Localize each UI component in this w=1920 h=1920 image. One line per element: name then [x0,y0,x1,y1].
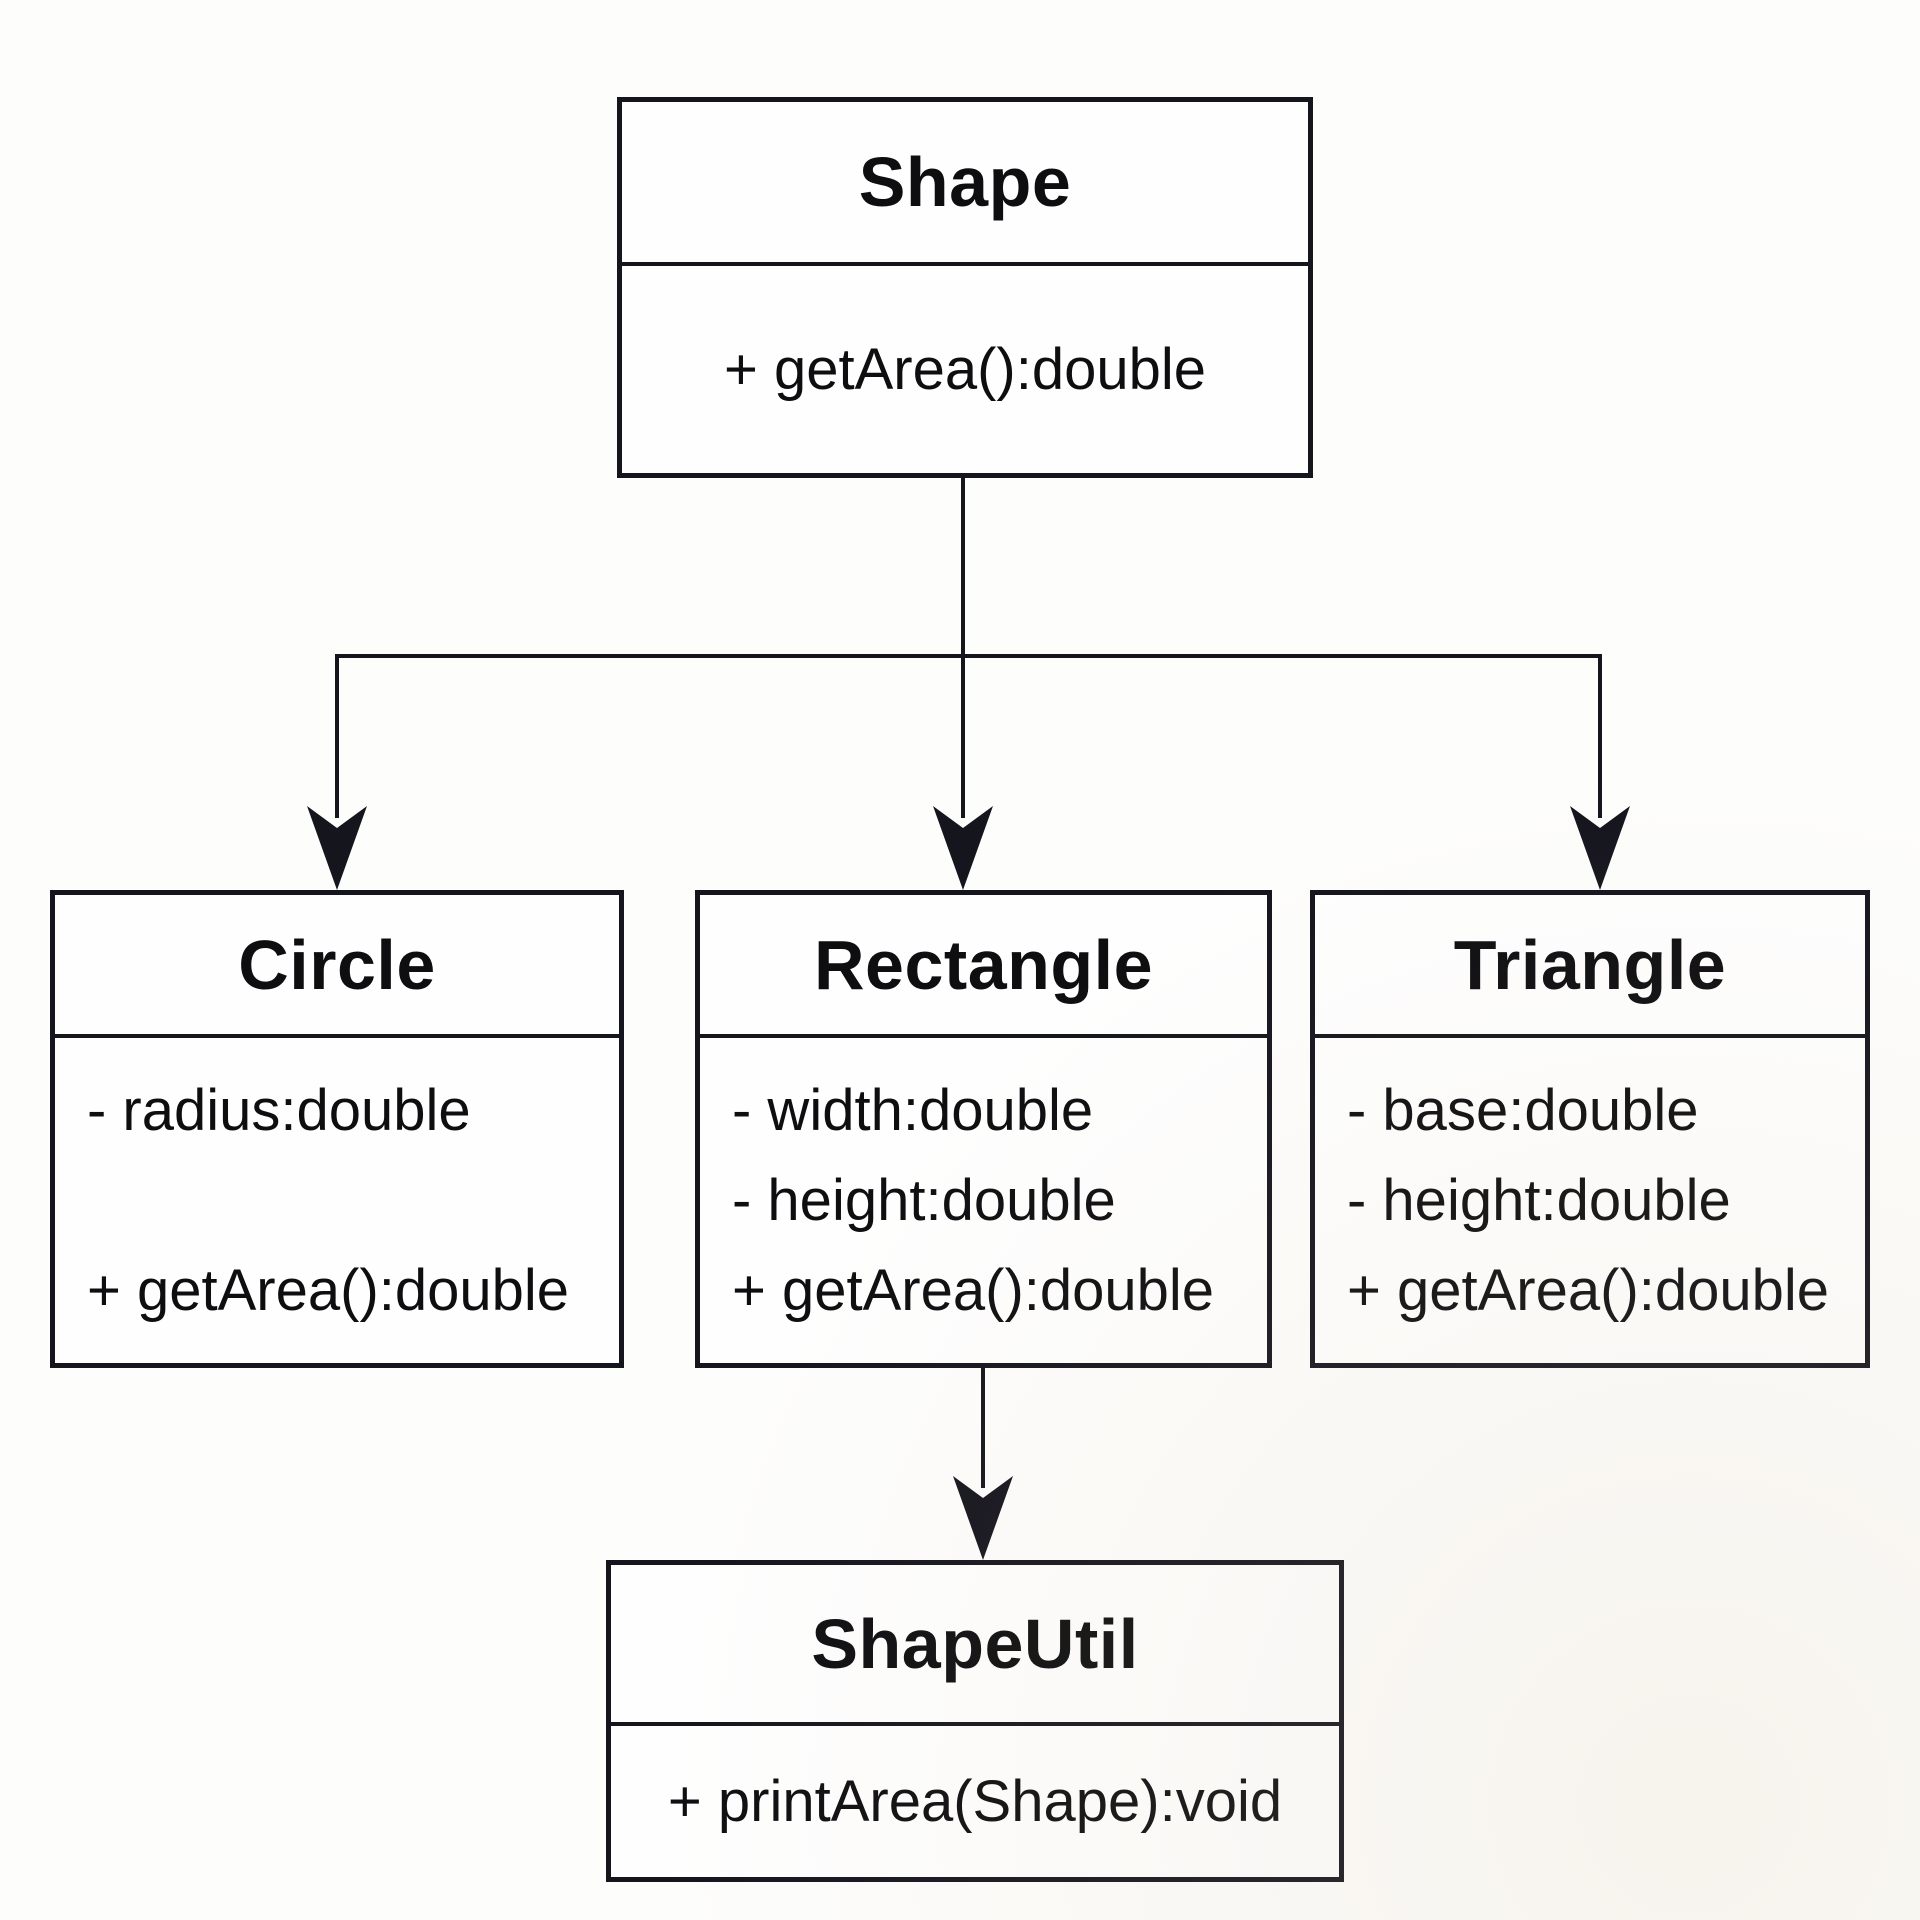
class-members-shape: + getArea():double [622,266,1308,473]
connector-children-horizontal [335,654,1602,658]
method-getarea: + getArea():double [1347,1257,1830,1323]
class-box-triangle: Triangle - base:double - height:double +… [1310,890,1870,1368]
connector-rectangle-to-shapeutil-vertical [981,1363,985,1488]
class-box-shapeutil: ShapeUtil + printArea(Shape):void [606,1560,1344,1882]
class-box-rectangle: Rectangle - width:double - height:double… [695,890,1272,1368]
class-name-rectangle: Rectangle [700,895,1267,1038]
attribute-base: - base:double [1347,1077,1699,1143]
attribute-height: - height:double [1347,1167,1731,1233]
class-members-circle: - radius:double + getArea():double [55,1038,619,1363]
class-name-shape: Shape [622,102,1308,266]
class-name-triangle: Triangle [1315,895,1865,1038]
class-members-rectangle: - width:double - height:double + getArea… [700,1038,1267,1363]
connector-to-circle-vertical [335,656,339,818]
class-name-shapeutil: ShapeUtil [611,1565,1339,1726]
arrowhead-to-circle-icon [305,806,369,890]
attribute-height: - height:double [732,1167,1116,1233]
class-members-triangle: - base:double - height:double + getArea(… [1315,1038,1865,1363]
arrowhead-to-rectangle-icon [931,806,995,890]
class-members-shapeutil: + printArea(Shape):void [611,1726,1339,1877]
method-getarea: + getArea():double [87,1257,570,1323]
arrowhead-to-triangle-icon [1568,806,1632,890]
connector-shape-to-children-vertical [961,478,965,818]
class-box-circle: Circle - radius:double + getArea():doubl… [50,890,624,1368]
blank-line [87,1156,609,1246]
class-name-circle: Circle [55,895,619,1038]
attribute-width: - width:double [732,1077,1094,1143]
attribute-radius: - radius:double [87,1077,471,1143]
connector-to-triangle-vertical [1598,656,1602,818]
arrowhead-to-shapeutil-icon [951,1476,1015,1560]
method-printarea: + printArea(Shape):void [667,1768,1283,1834]
class-box-shape: Shape + getArea():double [617,97,1313,478]
method-getarea: + getArea():double [732,1257,1215,1323]
method-getarea: + getArea():double [723,336,1207,402]
